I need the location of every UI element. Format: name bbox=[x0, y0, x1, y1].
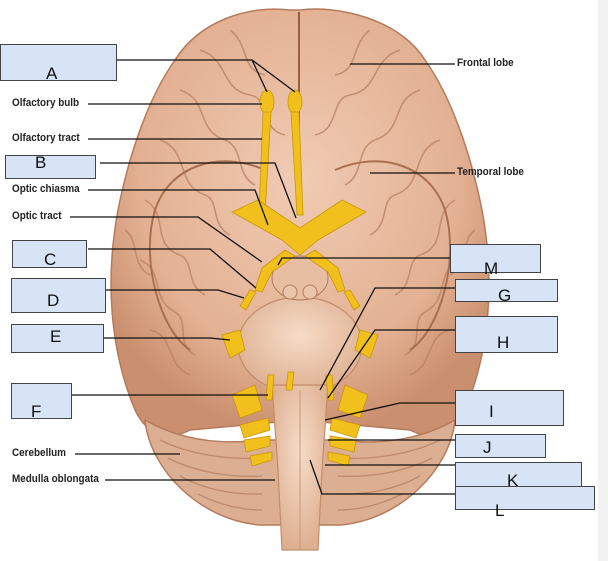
answer-box-h[interactable] bbox=[455, 316, 558, 353]
answer-letter-j: J bbox=[483, 438, 492, 457]
optic-chiasma bbox=[231, 199, 367, 256]
label-olfactory-tract: Olfactory tract bbox=[12, 132, 80, 144]
answer-letter-h: H bbox=[497, 333, 510, 352]
leader-optic-tract bbox=[70, 216, 263, 263]
leader-l bbox=[309, 459, 455, 495]
answer-box-g[interactable] bbox=[455, 279, 558, 302]
answer-box-k[interactable] bbox=[455, 462, 582, 488]
answer-box-m[interactable] bbox=[450, 244, 541, 273]
label-medulla-oblongata: Medulla oblongata bbox=[12, 473, 99, 485]
page-edge-strip bbox=[598, 0, 608, 561]
answer-letter-k: K bbox=[507, 471, 519, 490]
answer-letter-b: B bbox=[35, 153, 47, 172]
answer-letter-a: A bbox=[46, 64, 58, 83]
answer-box-c[interactable] bbox=[12, 240, 87, 268]
leader-optic-chiasma bbox=[88, 189, 269, 226]
answer-box-i[interactable] bbox=[455, 390, 564, 426]
answer-letter-e: E bbox=[50, 327, 62, 346]
answer-letter-f: F bbox=[31, 402, 42, 421]
answer-box-b[interactable] bbox=[5, 155, 96, 179]
gyri-texture bbox=[124, 29, 476, 376]
label-temporal-lobe: Temporal lobe bbox=[457, 166, 524, 178]
answer-letter-g: G bbox=[498, 286, 512, 305]
answer-letter-i: I bbox=[489, 402, 494, 421]
leader-d bbox=[106, 289, 245, 299]
answer-letter-m: M bbox=[484, 259, 499, 278]
cranial-nerves bbox=[221, 89, 379, 467]
answer-box-e[interactable] bbox=[11, 324, 104, 353]
answer-box-f[interactable] bbox=[11, 383, 72, 419]
answer-box-a[interactable] bbox=[0, 44, 117, 81]
cerebrum bbox=[110, 8, 490, 437]
leader-lines bbox=[70, 59, 455, 495]
answer-letter-c: C bbox=[44, 250, 57, 269]
label-frontal-lobe: Frontal lobe bbox=[457, 57, 514, 69]
leader-h bbox=[327, 329, 455, 399]
answer-box-j[interactable] bbox=[455, 434, 546, 458]
label-olfactory-bulb: Olfactory bulb bbox=[12, 97, 80, 109]
answer-box-l[interactable] bbox=[455, 486, 595, 510]
leader-m bbox=[277, 257, 450, 266]
pons bbox=[237, 296, 363, 394]
leader-i bbox=[324, 402, 455, 421]
answer-letter-d: D bbox=[47, 291, 60, 310]
temporal-lobe-outline bbox=[334, 160, 452, 351]
answer-letter-l: L bbox=[495, 501, 505, 520]
olfactory-bulb-right bbox=[287, 89, 303, 115]
olfactory-bulb-left bbox=[259, 89, 275, 115]
leader-b bbox=[100, 162, 297, 219]
leader-e bbox=[104, 337, 231, 341]
label-optic-tract: Optic tract bbox=[12, 210, 62, 222]
label-optic-chiasma: Optic chiasma bbox=[12, 183, 80, 195]
leader-c bbox=[88, 248, 257, 289]
leader-g bbox=[319, 287, 455, 391]
answer-box-d[interactable] bbox=[11, 278, 106, 313]
label-cerebellum: Cerebellum bbox=[12, 447, 66, 459]
